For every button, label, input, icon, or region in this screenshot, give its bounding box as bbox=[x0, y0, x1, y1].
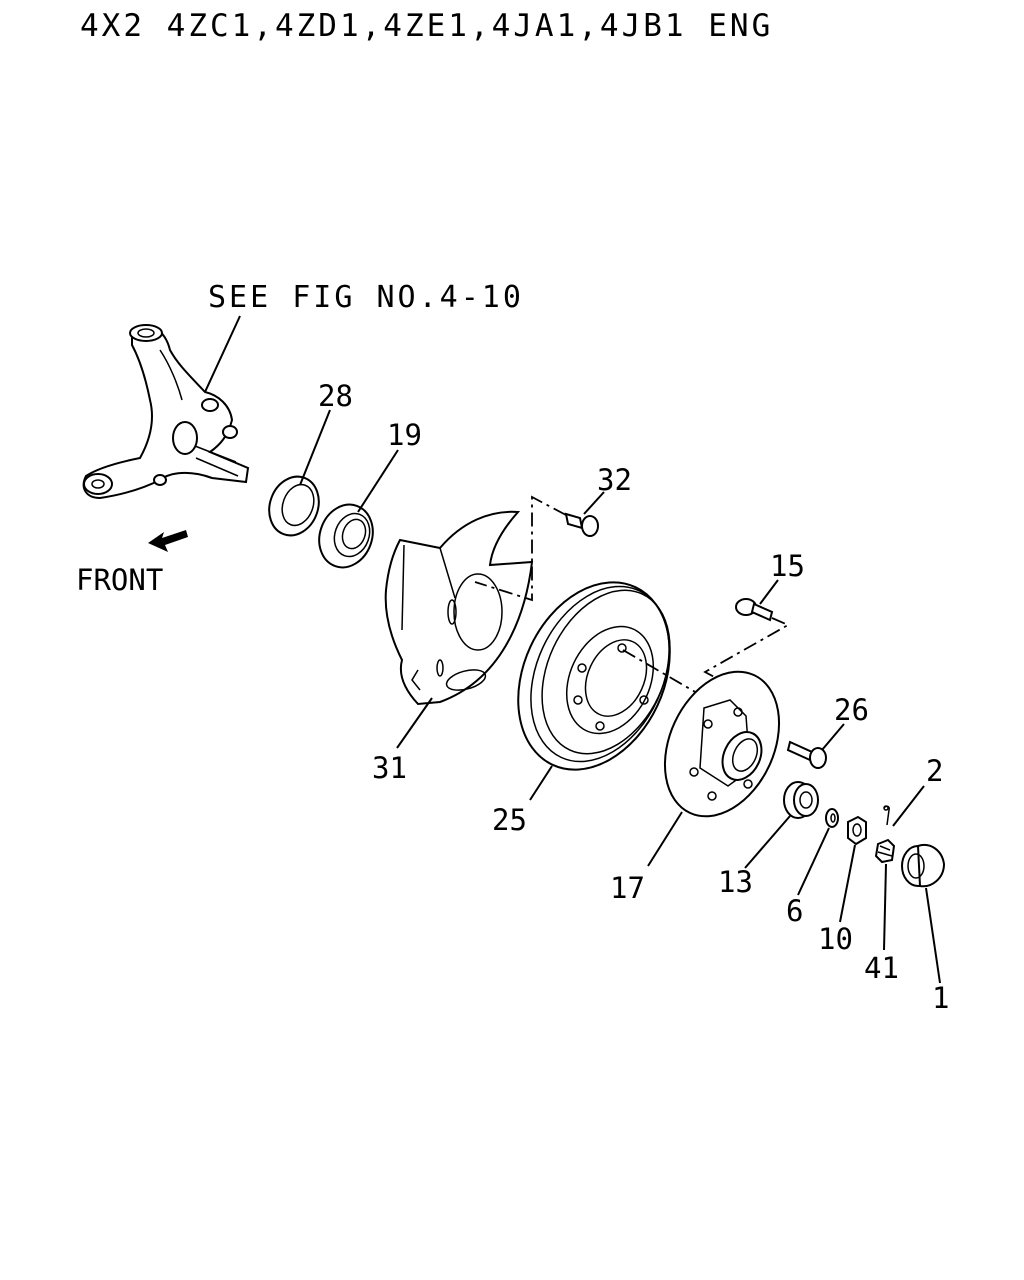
nut-lock-part-41 bbox=[874, 838, 896, 864]
bearing-part-19 bbox=[318, 503, 374, 569]
callout-15: 15 bbox=[770, 549, 805, 583]
callout-10: 10 bbox=[818, 922, 853, 956]
callout-41: 41 bbox=[864, 951, 899, 985]
hub-nut-part-10 bbox=[847, 815, 867, 846]
outer-bearing-part-13 bbox=[783, 781, 819, 819]
header-title: 4X2 4ZC1,4ZD1,4ZE1,4JA1,4JB1 ENG bbox=[80, 8, 773, 44]
callout-leader-19 bbox=[357, 449, 399, 513]
callout-31: 31 bbox=[372, 751, 407, 785]
callout-leader-13 bbox=[744, 815, 791, 869]
callout-leader-26 bbox=[821, 723, 845, 751]
washer-part-6 bbox=[825, 808, 839, 828]
dust-shield-part-31 bbox=[384, 510, 534, 706]
callout-6: 6 bbox=[786, 894, 803, 928]
callout-leader-2 bbox=[892, 785, 925, 827]
callout-17: 17 bbox=[610, 871, 645, 905]
oil-seal-part-28 bbox=[268, 475, 320, 537]
callout-leader-6 bbox=[797, 827, 830, 896]
callout-19: 19 bbox=[387, 418, 422, 452]
callout-26: 26 bbox=[834, 693, 869, 727]
disc-axis-path bbox=[622, 649, 753, 726]
steering-knuckle-part bbox=[82, 324, 250, 500]
callout-leader-25 bbox=[529, 765, 553, 801]
callout-leader-31 bbox=[396, 697, 433, 749]
hub-bolt-part-26 bbox=[786, 740, 827, 769]
hub-bolt-part-15 bbox=[735, 598, 774, 622]
front-label: FRONT bbox=[76, 563, 163, 597]
hub-cap-part-1 bbox=[901, 844, 946, 888]
callout-28: 28 bbox=[318, 379, 353, 413]
see-fig-reference: SEE FIG NO.4-10 bbox=[208, 280, 524, 315]
callout-leader-32 bbox=[583, 491, 605, 515]
callout-leader-10 bbox=[839, 844, 856, 923]
bolt-32-path bbox=[474, 495, 567, 602]
callout-13: 13 bbox=[718, 865, 753, 899]
callout-1: 1 bbox=[932, 981, 949, 1015]
callout-leader-15 bbox=[759, 579, 779, 605]
see-fig-leader bbox=[204, 315, 241, 393]
callout-leader-28 bbox=[299, 409, 331, 486]
wheel-hub-part-17 bbox=[663, 670, 781, 818]
brake-disc-part-25 bbox=[517, 581, 671, 771]
callout-leader-1 bbox=[925, 887, 941, 984]
callout-2: 2 bbox=[926, 754, 943, 788]
callout-25: 25 bbox=[492, 803, 527, 837]
callout-32: 32 bbox=[597, 463, 632, 497]
cotter-pin-part-2 bbox=[883, 805, 890, 826]
callout-leader-41 bbox=[883, 863, 887, 951]
front-arrow-icon bbox=[148, 530, 188, 552]
callout-leader-17 bbox=[647, 811, 683, 867]
bolt-part-32 bbox=[564, 512, 599, 537]
